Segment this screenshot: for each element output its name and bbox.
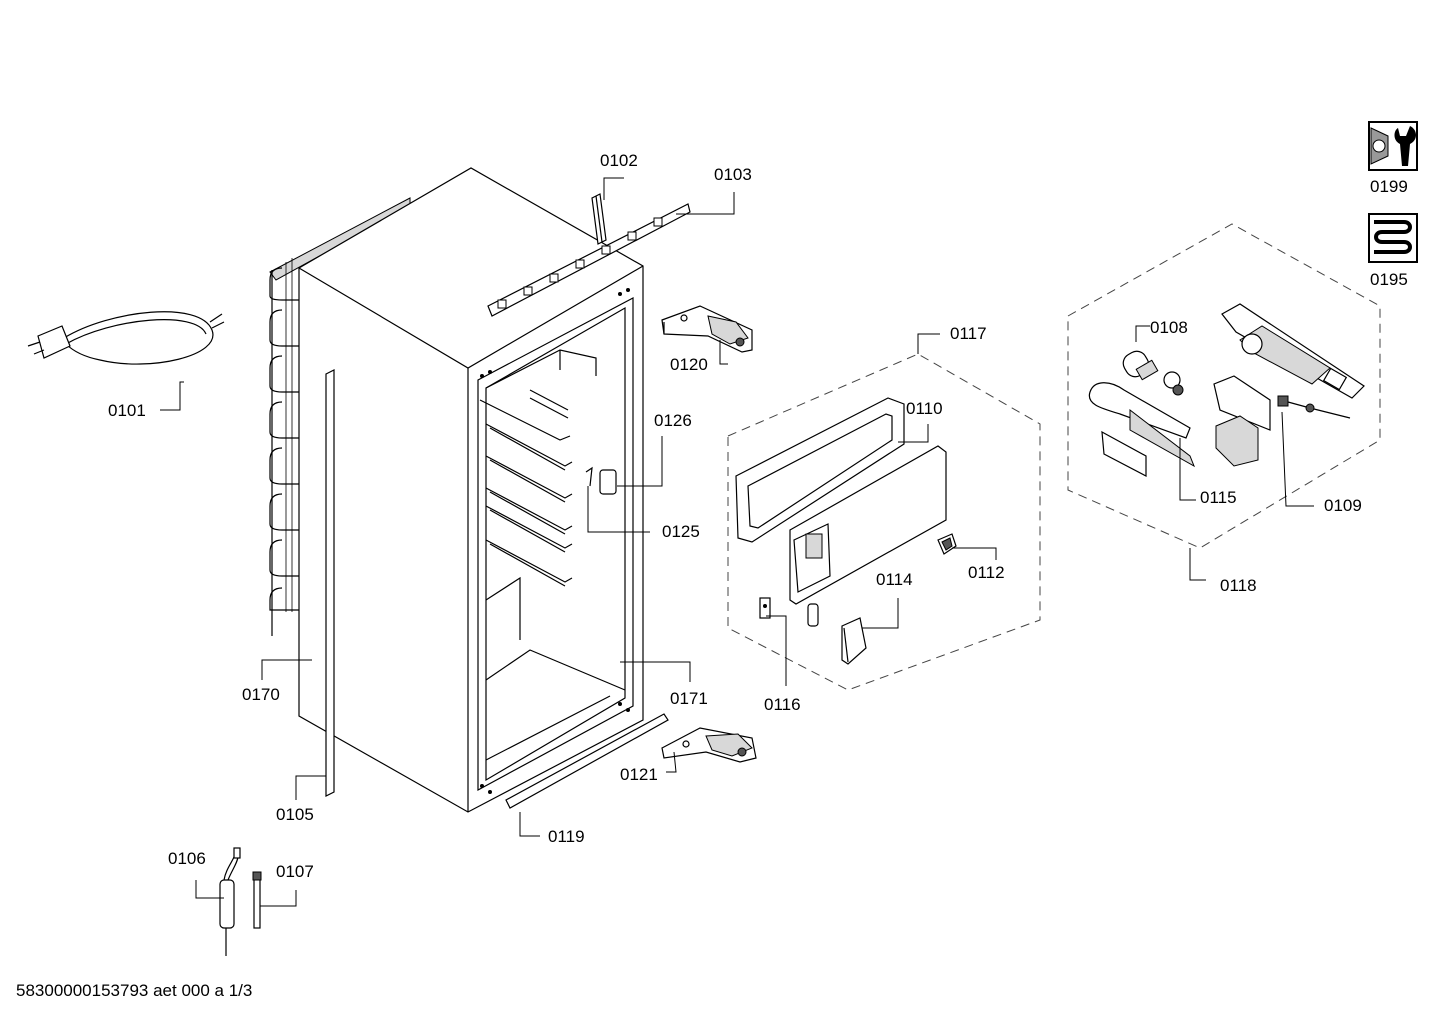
- label-0107: 0107: [276, 862, 314, 881]
- refrigerator-cabinet: [298, 167, 644, 813]
- power-cord: [27, 311, 225, 365]
- door-lock-clip: [937, 533, 957, 555]
- label-0125: 0125: [662, 522, 700, 541]
- top-bracket: [591, 193, 607, 245]
- label-0115: 0115: [1200, 488, 1237, 507]
- door-panel: [789, 445, 947, 605]
- label-0119: 0119: [548, 827, 585, 846]
- door-gasket-frame: [735, 397, 905, 543]
- lower-hinge: [661, 727, 757, 763]
- light-cover: [1088, 382, 1195, 477]
- label-0120: 0120: [670, 355, 708, 374]
- temperature-sensor: [219, 847, 241, 956]
- document-id: 58300000153793 aet 000 a 1/3: [16, 981, 253, 1000]
- label-0116: 0116: [764, 695, 801, 714]
- label-0118: 0118: [1220, 576, 1257, 595]
- light-bulb: [1122, 350, 1184, 396]
- label-0121: 0121: [620, 765, 658, 784]
- door-group-outline: [727, 353, 1041, 691]
- label-0170: 0170: [242, 685, 280, 704]
- label-0106: 0106: [168, 849, 206, 868]
- side-seal-strip: [325, 369, 335, 797]
- label-0105: 0105: [276, 805, 314, 824]
- label-0171: 0171: [670, 689, 708, 708]
- label-0109: 0109: [1324, 496, 1362, 515]
- upper-hinge: [661, 305, 753, 353]
- bottom-trim-strip: [505, 713, 669, 809]
- label-0195: 0195: [1370, 270, 1408, 289]
- control-group-outline: [1067, 223, 1381, 549]
- door-handle: [841, 617, 867, 665]
- sensor-probe: [252, 871, 262, 929]
- handle-clip: [807, 603, 819, 627]
- label-0102: 0102: [600, 151, 638, 170]
- door-catch: [585, 466, 617, 495]
- label-0112: 0112: [968, 563, 1005, 582]
- label-0110: 0110: [906, 399, 943, 418]
- heating-coil-icon: [1368, 213, 1418, 263]
- label-0114: 0114: [876, 570, 913, 589]
- tools-icon: [1368, 121, 1418, 171]
- hinge-cover: [759, 597, 771, 619]
- label-0108: 0108: [1150, 318, 1188, 337]
- label-0117: 0117: [950, 324, 987, 343]
- part-labels: 0102 0103 0101 0120 0126 0125 0170 0171 …: [108, 151, 1408, 881]
- top-cover-strip: [487, 203, 691, 317]
- label-0103: 0103: [714, 165, 752, 184]
- label-0126: 0126: [654, 411, 692, 430]
- condenser-coil: [269, 197, 411, 636]
- leader-lines: [160, 177, 1314, 907]
- light-switch: [1213, 375, 1351, 467]
- thermostat-housing: [1221, 303, 1365, 399]
- label-0199: 0199: [1370, 177, 1408, 196]
- label-0101: 0101: [108, 401, 146, 420]
